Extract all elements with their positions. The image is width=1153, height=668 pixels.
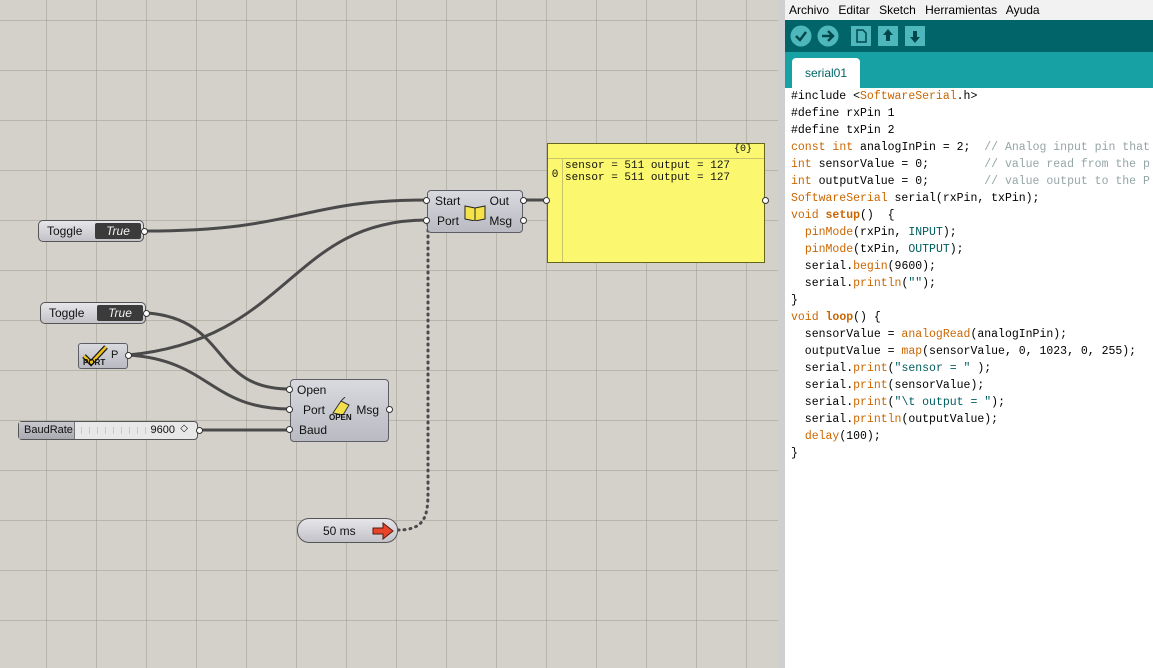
- msg-output-grip-2[interactable]: [520, 217, 527, 224]
- code-line: serial.print("sensor = " );: [791, 362, 992, 375]
- checkmark-icon: [82, 345, 108, 367]
- port-input-label-2: Port: [437, 214, 460, 228]
- baudrate-label: BaudRate: [19, 422, 75, 439]
- toggle-1-value[interactable]: True: [95, 223, 141, 239]
- serial-plug-icon: [332, 397, 350, 416]
- wire-port-openport: [127, 353, 291, 411]
- toggle-2-output-grip[interactable]: [143, 310, 150, 317]
- verify-icon[interactable]: [790, 25, 812, 47]
- code-line: #define txPin 2: [791, 124, 895, 137]
- save-icon[interactable]: [904, 25, 926, 47]
- port-component[interactable]: P PORT: [78, 343, 128, 369]
- msg-output-label-2: Msg: [489, 214, 512, 228]
- panel-header: {0}: [548, 144, 764, 159]
- panel-index-column: 0: [548, 158, 563, 262]
- timer-component[interactable]: 50 ms: [297, 518, 398, 543]
- code-line: #include <SoftwareSerial.h>: [791, 90, 978, 103]
- baudrate-value: 9600: [150, 424, 175, 436]
- toggle-1[interactable]: Toggle True: [38, 220, 144, 242]
- port-input-grip[interactable]: [286, 406, 293, 413]
- tab-bar: serial01: [785, 52, 1153, 88]
- timer-label: 50 ms: [323, 524, 356, 538]
- wires-layer: [127, 198, 548, 532]
- code-line: #define rxPin 1: [791, 107, 895, 120]
- toggle-1-output-grip[interactable]: [141, 228, 148, 235]
- code-line: serial.print(sensorValue);: [791, 379, 985, 392]
- wire-toggle1-start: [144, 198, 428, 233]
- panel-output-grip[interactable]: [762, 197, 769, 204]
- book-icon: [464, 205, 486, 221]
- code-line: pinMode(txPin, OUTPUT);: [804, 243, 964, 256]
- tab-serial01[interactable]: serial01: [792, 58, 860, 88]
- baud-input-grip[interactable]: [286, 426, 293, 433]
- open-icon-caption: OPEN: [329, 413, 352, 422]
- start-input-grip[interactable]: [423, 197, 430, 204]
- msg-output-grip[interactable]: [386, 406, 393, 413]
- diamond-icon[interactable]: ◇: [180, 423, 188, 434]
- code-line: delay(100);: [804, 430, 881, 443]
- toolbar: [785, 20, 1153, 52]
- menu-herramientas[interactable]: Herramientas: [925, 3, 998, 17]
- baudrate-track[interactable]: [81, 427, 167, 434]
- wire-port-readport: [127, 218, 428, 357]
- code-line: outputValue = map(sensorValue, 0, 1023, …: [791, 345, 1137, 358]
- code-editor[interactable]: #include <SoftwareSerial.h> #define rxPin…: [791, 88, 1153, 462]
- upload-icon[interactable]: [817, 25, 839, 47]
- code-line: void loop() {: [791, 311, 881, 324]
- code-token: SoftwareSerial: [860, 90, 957, 103]
- code-line: serial.print("\t output = ");: [791, 396, 1005, 409]
- msg-output-label: Msg: [356, 403, 379, 417]
- out-output-label: Out: [489, 194, 509, 208]
- arrow-right-icon: [372, 522, 394, 540]
- code-line: int outputValue = 0; // value output to …: [791, 175, 1150, 188]
- panel-text: sensor = 511 output = 127 sensor = 511 o…: [565, 160, 730, 184]
- baudrate-slider[interactable]: BaudRate 9600 ◇: [18, 421, 198, 440]
- open-icon[interactable]: [877, 25, 899, 47]
- code-line: void setup() {: [791, 209, 895, 222]
- baudrate-output-grip[interactable]: [196, 427, 203, 434]
- port-input-grip-2[interactable]: [423, 217, 430, 224]
- code-line: }: [791, 447, 798, 460]
- code-line: serial.begin(9600);: [791, 260, 936, 273]
- open-input-grip[interactable]: [286, 386, 293, 393]
- code-line: int sensorValue = 0; // value read from …: [791, 158, 1150, 171]
- serial-read-component[interactable]: Start Port Out Msg: [427, 190, 523, 233]
- toggle-2[interactable]: Toggle True: [40, 302, 146, 324]
- code-line: pinMode(rxPin, INPUT);: [804, 226, 957, 239]
- code-line: }: [791, 294, 798, 307]
- menu-ayuda[interactable]: Ayuda: [1005, 3, 1040, 17]
- panel-index: 0: [551, 169, 559, 181]
- panel-line: sensor = 511 output = 127: [565, 172, 731, 184]
- code-line: sensorValue = analogRead(analogInPin);: [791, 328, 1068, 341]
- toggle-1-label: Toggle: [47, 224, 83, 238]
- code-line: serial.println(outputValue);: [791, 413, 999, 426]
- port-component-label: P: [111, 349, 119, 361]
- start-input-label: Start: [435, 194, 461, 208]
- toggle-2-value[interactable]: True: [97, 305, 143, 321]
- panel-input-grip[interactable]: [543, 197, 550, 204]
- code-line: const int analogInPin = 2; // Analog inp…: [791, 141, 1150, 154]
- serial-open-component[interactable]: Open Port Baud Msg OPEN: [290, 379, 389, 442]
- arduino-ide-window: Archivo Editar Sketch Herramientas Ayuda…: [778, 0, 1153, 668]
- panel-line: sensor = 511 output = 127: [565, 160, 731, 172]
- toggle-2-label: Toggle: [49, 306, 85, 320]
- port-input-label: Port: [303, 403, 326, 417]
- menu-sketch[interactable]: Sketch: [879, 3, 916, 17]
- menu-editar[interactable]: Editar: [838, 3, 870, 17]
- port-output-grip[interactable]: [125, 352, 132, 359]
- wire-timer-dotted: [396, 222, 430, 532]
- menu-bar: Archivo Editar Sketch Herramientas Ayuda: [785, 0, 1153, 20]
- out-output-grip[interactable]: [520, 197, 527, 204]
- new-icon[interactable]: [850, 25, 872, 47]
- output-panel[interactable]: {0} 0 sensor = 511 output = 127 sensor =…: [547, 143, 765, 263]
- open-input-label: Open: [297, 383, 327, 397]
- grasshopper-canvas[interactable]: Toggle True Toggle True P PORT BaudRate …: [0, 0, 778, 668]
- port-component-caption: PORT: [83, 358, 106, 367]
- wire-toggle2-open: [147, 311, 291, 391]
- code-line: serial.println("");: [791, 277, 936, 290]
- menu-archivo[interactable]: Archivo: [789, 3, 830, 17]
- code-line: SoftwareSerial serial(rxPin, txPin);: [791, 192, 1040, 205]
- baud-input-label: Baud: [299, 423, 328, 437]
